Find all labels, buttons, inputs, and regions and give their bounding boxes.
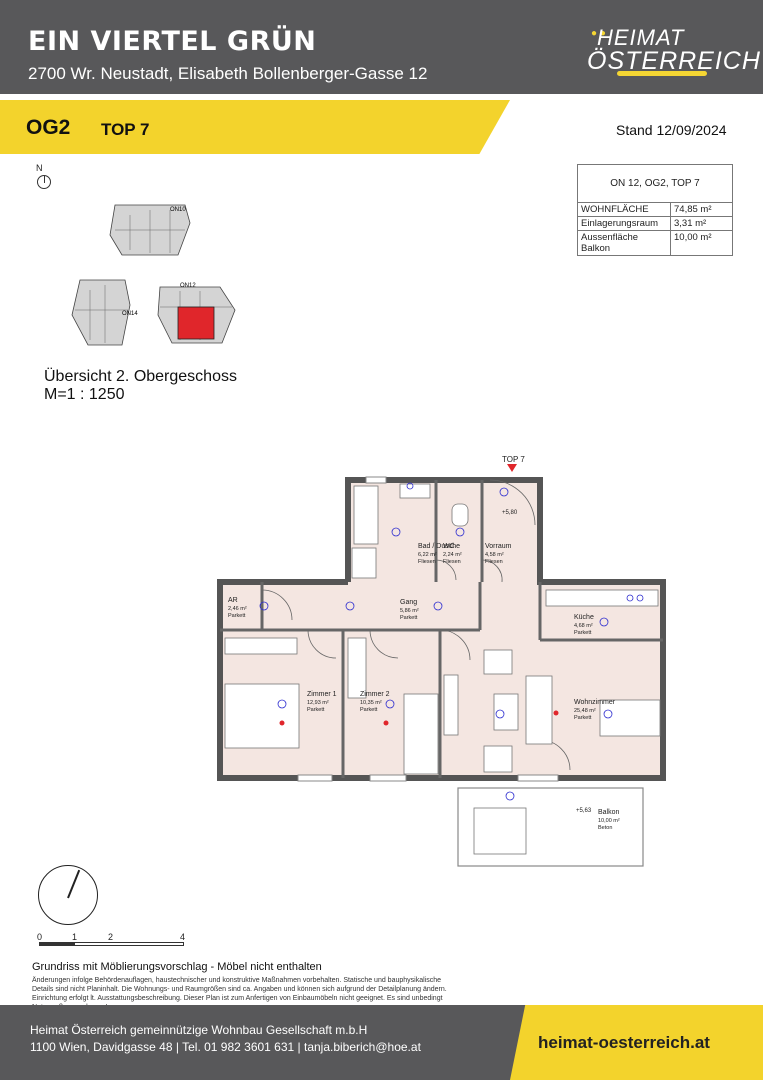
- north-label: N: [36, 163, 43, 173]
- overview-scale: M=1 : 1250: [44, 386, 125, 403]
- label-on14: ON14: [122, 311, 138, 317]
- floor-label: OG2: [26, 116, 71, 139]
- smoke-detectors: [279, 710, 559, 726]
- room-area: 6,22 m²: [418, 552, 437, 558]
- project-title: EIN VIERTEL GRÜN: [28, 26, 317, 57]
- north-arrow: N: [36, 163, 51, 189]
- scale-bar-segment: [39, 942, 75, 946]
- footer: Heimat Österreich gemeinnützige Wohnbau …: [0, 1005, 763, 1080]
- unit-band: OG2 TOP 7: [0, 100, 510, 154]
- room-floor: Parkett: [228, 613, 246, 619]
- room-area: 2,24 m²: [443, 552, 462, 558]
- overview-map: ON10 ON12 ON14: [71, 204, 236, 346]
- windows: [297, 476, 559, 782]
- area-value: 74,85 m²: [674, 204, 712, 215]
- footer-yellow-panel: [510, 1005, 763, 1080]
- highlighted-unit: [177, 306, 215, 340]
- entrance-label: TOP 7: [502, 455, 525, 464]
- room-floor: Fliesen: [418, 559, 436, 565]
- footer-website-link[interactable]: heimat-oesterreich.at: [538, 1033, 710, 1052]
- footer-company: Heimat Österreich gemeinnützige Wohnbau …: [30, 1023, 368, 1037]
- label-on12: ON12: [180, 283, 196, 289]
- room-name: Zimmer 2: [360, 691, 390, 698]
- room-floor: Parkett: [574, 630, 592, 636]
- area-table-row: Einlagerungsraum 3,31 m²: [578, 217, 732, 231]
- logo-line2: ÖSTERREICH: [587, 47, 761, 75]
- area-table-row: WOHNFLÄCHE 74,85 m²: [578, 203, 732, 217]
- level-balcony: +5,63: [576, 808, 592, 814]
- room-area: 10,35 m²: [360, 700, 382, 706]
- level-entry: +5,80: [502, 510, 518, 516]
- north-compass-icon: [37, 175, 51, 189]
- balcony-outline: [457, 787, 644, 867]
- room-area: 12,93 m²: [307, 700, 329, 706]
- floor-plan: Bad / Dusche 6,22 m² Fliesen WC 2,24 m² …: [217, 455, 666, 867]
- overview-title: Übersicht 2. Obergeschoss M=1 : 1250: [44, 368, 237, 404]
- logo-swoosh-icon: [617, 71, 707, 76]
- scale-tick: 0: [37, 932, 43, 942]
- room-area: 10,00 m²: [598, 818, 620, 824]
- area-table-heading: ON 12, OG2, TOP 7: [578, 165, 732, 203]
- scale-tick: 4: [180, 932, 186, 942]
- footer-contact: 1100 Wien, Davidgasse 48 | Tel. 01 982 3…: [30, 1040, 421, 1054]
- room-name: Küche: [574, 614, 594, 621]
- scale-tick: 1: [72, 932, 78, 942]
- building-on14: [71, 279, 131, 346]
- header: EIN VIERTEL GRÜN 2700 Wr. Neustadt, Elis…: [0, 0, 763, 94]
- electrical-symbols: [259, 482, 644, 801]
- room-name: Vorraum: [485, 543, 512, 550]
- room-area: 2,46 m²: [228, 606, 247, 612]
- label-on10: ON10: [170, 207, 186, 213]
- room-name: Wohnzimmer: [574, 699, 616, 706]
- furniture: [224, 483, 661, 855]
- scale-bar: 0 1 2 4: [37, 932, 187, 952]
- room-area: 4,68 m²: [574, 623, 593, 629]
- area-label: Einlagerungsraum: [578, 217, 671, 230]
- entrance-arrow-icon: [507, 464, 517, 472]
- area-value: 3,31 m²: [674, 218, 707, 229]
- room-floor: Parkett: [574, 715, 592, 721]
- interior-walls: [220, 480, 663, 778]
- room-labels: Bad / Dusche 6,22 m² Fliesen WC 2,24 m² …: [228, 455, 620, 831]
- project-address: 2700 Wr. Neustadt, Elisabeth Bollenberge…: [28, 64, 428, 83]
- room-name: Balkon: [598, 809, 620, 816]
- room-floor: Beton: [598, 825, 612, 831]
- room-floor: Parkett: [360, 707, 378, 713]
- area-value: 10,00 m²: [674, 232, 712, 243]
- room-name: WC: [443, 543, 455, 550]
- compass-circle-icon: [38, 865, 98, 925]
- overview-title-line1: Übersicht 2. Obergeschoss: [44, 368, 237, 385]
- room-name: AR: [228, 597, 238, 604]
- area-label: WOHNFLÄCHE: [578, 203, 671, 216]
- plan-caption: Grundriss mit Möblierungsvorschlag - Möb…: [32, 961, 322, 973]
- area-table-row: Aussenfläche Balkon 10,00 m²: [578, 231, 732, 255]
- scale-tick: 2: [108, 932, 114, 942]
- area-label: Aussenfläche Balkon: [578, 231, 671, 255]
- room-name: Zimmer 1: [307, 691, 337, 698]
- room-area: 4,58 m²: [485, 552, 504, 558]
- stand-date: Stand 12/09/2024: [616, 122, 727, 138]
- room-area: 5,86 m²: [400, 608, 419, 614]
- room-area: 25,48 m²: [574, 708, 596, 714]
- room-name: Gang: [400, 599, 417, 606]
- outer-walls: [217, 477, 666, 781]
- room-floor: Fliesen: [485, 559, 503, 565]
- room-floor: Parkett: [400, 615, 418, 621]
- logo-line1: HEIMAT: [597, 25, 685, 50]
- heimat-oesterreich-logo: ● ● HEIMAT ÖSTERREICH: [587, 25, 760, 77]
- logo-dots-icon: ● ●: [591, 28, 606, 39]
- room-floor: Fliesen: [443, 559, 461, 565]
- room-name: Bad / Dusche: [418, 543, 460, 550]
- room-floor: Parkett: [307, 707, 325, 713]
- area-table: ON 12, OG2, TOP 7 WOHNFLÄCHE 74,85 m² Ei…: [577, 164, 733, 256]
- unit-label: TOP 7: [101, 120, 150, 139]
